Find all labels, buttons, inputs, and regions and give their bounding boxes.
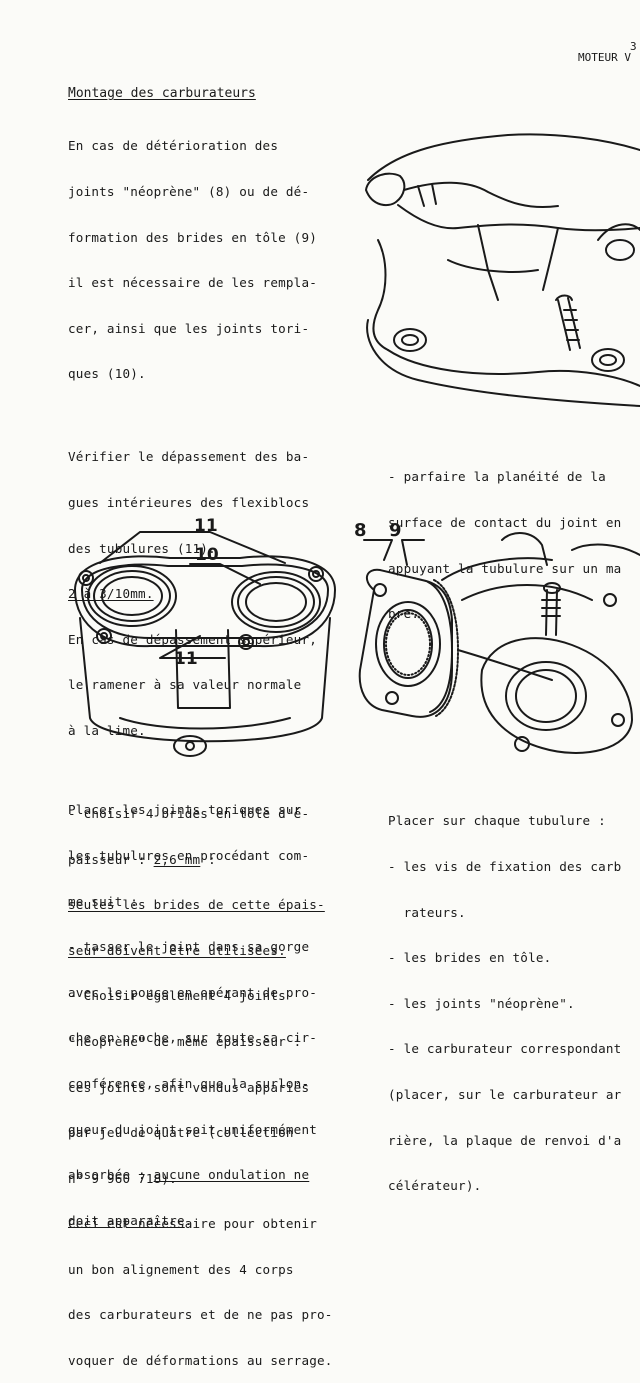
text-line: conférence, afin que la surlon-	[68, 1075, 310, 1091]
label-9: 9	[389, 520, 402, 541]
text-line: gues intérieures des flexiblocs	[68, 494, 310, 510]
text-line: (placer, sur le carburateur ar	[388, 1086, 622, 1102]
text-line: rateurs.	[388, 904, 466, 920]
text-line: seur doivent être utilisées.	[68, 942, 286, 958]
text-line: célérateur).	[388, 1178, 482, 1194]
text-line: à la lime.	[68, 722, 146, 738]
text-line: formation des brides en tôle (9)	[68, 229, 318, 245]
label-11-top: 11	[194, 516, 218, 536]
text-line: - choisir 4 brides en tôle d'é-	[68, 805, 310, 821]
text-line: - parfaire la planéité de la	[388, 469, 606, 485]
text-line: il est nécessaire de les rempla-	[68, 275, 318, 291]
figure-tubulure-seals	[74, 531, 336, 757]
text-line: absorbée : aucune ondulation ne	[68, 1167, 310, 1183]
text-line: me suit :	[68, 893, 139, 909]
figure-flange-gasket	[358, 532, 640, 754]
text-line: le ramener à sa valeur normale	[68, 677, 302, 693]
text-line: Placer les joints toriques sur	[68, 802, 302, 818]
text-line: joints "néoprène" (8) ou de dé-	[68, 184, 310, 199]
text-line: un bon alignement des 4 corps	[68, 1261, 294, 1277]
text-line: ques (10).	[68, 366, 146, 382]
text-line: avec le pouce en opérant de pro-	[68, 984, 318, 1000]
text-line: - le carburateur correspondant	[388, 1041, 622, 1057]
label-11-bottom: 11	[174, 649, 198, 669]
text-line: - les brides en tôle.	[388, 950, 552, 966]
column-2-bottom-text: Placer sur chaque tubulure : - les vis d…	[388, 783, 621, 1209]
text-line: doit apparaître.	[68, 1212, 193, 1228]
column-1-bottom-text: Placer les joints toriques sur les tubul…	[68, 772, 317, 1243]
text-line: les tubulures en procédant com-	[68, 848, 310, 863]
text-line: Vérifier le dépassement des ba-	[68, 449, 310, 465]
page-number: 3	[630, 40, 637, 53]
text-line: des tubulures (11).	[68, 540, 216, 556]
text-line: - les joints "néoprène".	[388, 995, 575, 1011]
section-title: Montage des carburateurs	[68, 86, 256, 101]
text-line: cer, ainsi que les joints tori-	[68, 320, 310, 336]
text-line: che en proche, sur toute sa cir-	[68, 1030, 318, 1046]
text-line: - Choisir également 4 joints	[68, 988, 286, 1004]
text-line: des carburateurs et de ne pas pro-	[68, 1307, 333, 1323]
text-line: appuyant la tubulure sur un ma	[388, 560, 622, 576]
thickness-value: 2,6 mm	[153, 851, 201, 867]
text-line: En cas de dépassement supérieur,	[68, 631, 318, 647]
running-title: MOTEUR V	[578, 51, 631, 64]
label-8: 8	[354, 520, 367, 541]
text-line: paisseur : 2,6 mm :	[68, 851, 216, 867]
column-2-top-text: - parfaire la planéité de la surface de …	[388, 439, 621, 637]
text-line: surface de contact du joint en	[388, 515, 622, 530]
text-line: Placer sur chaque tubulure :	[388, 813, 606, 829]
text-line: seules les brides de cette épais-	[68, 897, 325, 913]
text-line: rière, la plaque de renvoi d'a	[388, 1132, 622, 1148]
figure-hand-manifold	[365, 133, 640, 407]
text-line: En cas de détérioration des	[68, 138, 279, 154]
text-line: - tasser le joint dans sa gorge	[68, 939, 310, 955]
text-line: - les vis de fixation des carb	[388, 859, 622, 874]
text-line: gueur du joint soit uniformément	[68, 1121, 318, 1137]
label-10: 10	[195, 545, 219, 565]
text-line: voquer de déformations au serrage.	[68, 1353, 333, 1369]
